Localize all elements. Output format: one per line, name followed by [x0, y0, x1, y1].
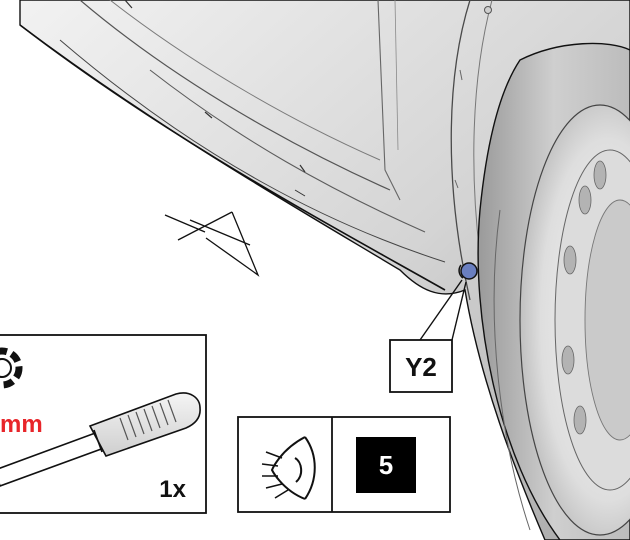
step-panel: 5 — [237, 416, 451, 513]
eye-view-icon — [261, 436, 316, 500]
callout-label: Y2 — [405, 352, 437, 382]
clip-marker — [458, 262, 478, 280]
tool-panel: mm 1x — [0, 334, 207, 514]
callout-leader — [419, 279, 467, 341]
step-badge — [356, 437, 416, 493]
vehicle-body — [19, 0, 630, 540]
screwdriver-icon — [0, 392, 201, 487]
size-label: mm — [0, 411, 43, 438]
step-number: 5 — [379, 450, 393, 480]
front-wheel — [477, 42, 630, 540]
quantity-label: 1x — [159, 476, 186, 503]
callout-y2: Y2 — [389, 339, 453, 393]
section-symbol — [164, 211, 260, 277]
torx-bit-icon — [0, 347, 23, 389]
